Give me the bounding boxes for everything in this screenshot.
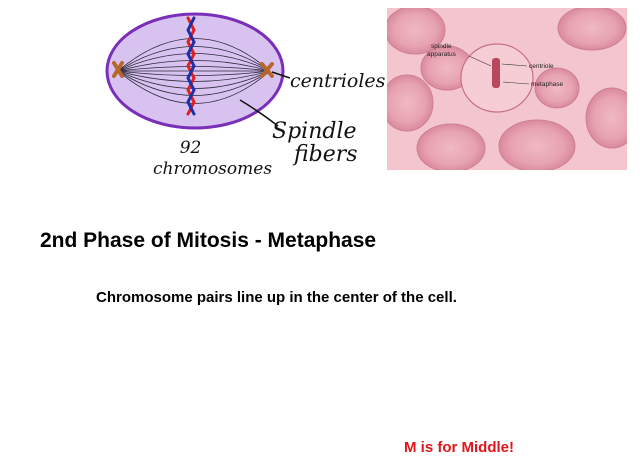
metaphase-plate (492, 58, 500, 88)
photo-label-spindle-1: spindle (431, 43, 452, 50)
micrograph-cells (387, 8, 627, 170)
label-spindle-line2: fibers (294, 142, 358, 168)
mnemonic-text: M is for Middle! (404, 439, 514, 456)
metaphase-micrograph: spindle apparatus centriole metaphase (387, 8, 627, 170)
photo-label-centriole: centriole (529, 63, 554, 70)
spindle-pointer (239, 99, 279, 127)
centrioles-pointer (271, 71, 290, 79)
photo-label-metaphase: metaphase (531, 81, 564, 88)
metaphase-cell-diagram (105, 12, 290, 130)
label-spindle-fibers: Spindle fibers (272, 120, 358, 166)
photo-label-spindle-2: apparatus (427, 51, 457, 58)
chromosomes-blue (186, 16, 196, 116)
centriole-right (260, 62, 274, 78)
label-chromosome-count: 92 chromosomes (153, 138, 273, 179)
label-spindle-line1: Spindle (272, 119, 357, 144)
chromosomes-red (186, 16, 196, 116)
phase-description: Chromosome pairs line up in the center o… (96, 289, 457, 306)
label-centrioles: centrioles (290, 70, 386, 92)
slide-heading: 2nd Phase of Mitosis - Metaphase (40, 229, 377, 252)
centriole-left (112, 61, 124, 78)
chromosome-word: chromosomes (153, 158, 273, 179)
chromosome-count: 92 (179, 138, 202, 158)
